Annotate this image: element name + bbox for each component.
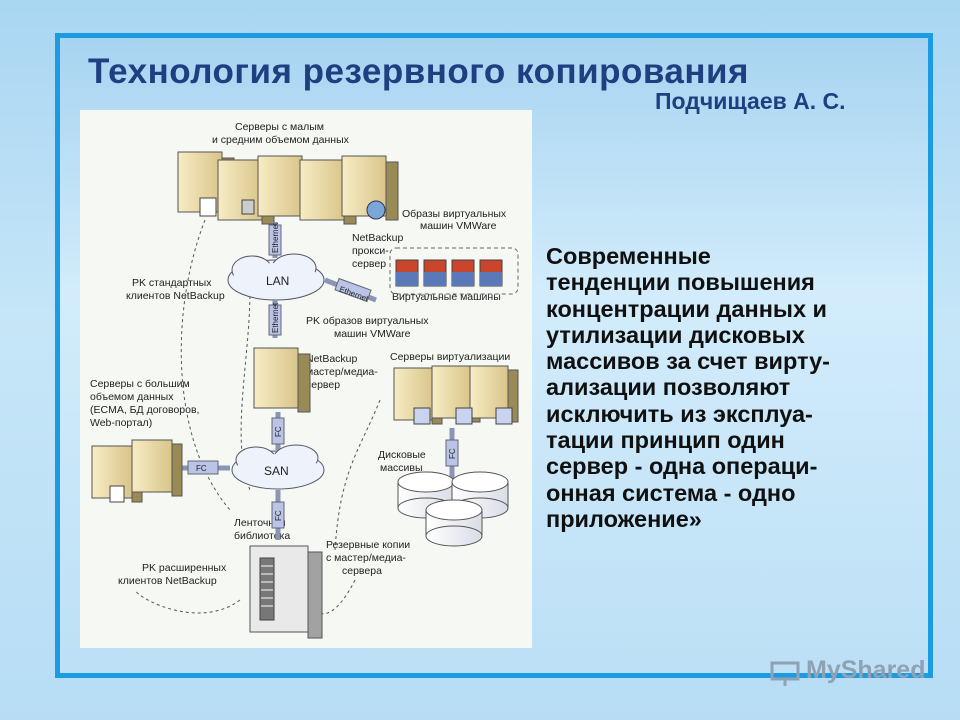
watermark-text: MyShared	[806, 656, 926, 684]
label-small-servers-2: и средним объемом данных	[212, 134, 350, 146]
virtual-machines-box	[389, 247, 519, 295]
fc-link-top: FC	[271, 412, 285, 450]
ethernet-link-diagonal: Ethernet	[324, 277, 377, 304]
flow-bottom-right	[314, 579, 356, 615]
small-servers-group	[177, 151, 399, 225]
virtualization-servers	[393, 365, 519, 425]
label-tape-2: библиотека	[234, 530, 290, 542]
san-label: SAN	[264, 464, 289, 478]
label-pk-vm-2: машин VMWare	[334, 328, 411, 340]
label-master-3: сервер	[306, 379, 340, 391]
lan-label: LAN	[266, 274, 289, 288]
slide-title: Технология резервного копирования	[88, 52, 749, 91]
fc-label-left: FC	[196, 464, 207, 473]
label-proxy-1: NetBackup	[352, 232, 404, 244]
tape-library	[249, 545, 323, 639]
diagram-svg: Серверы с малым и средним объемом данных…	[90, 121, 519, 639]
flow-bottom-left	[134, 589, 241, 614]
label-pk-extended-2: клиентов NetBackup	[118, 575, 217, 587]
label-big-servers-2: объемом данных	[90, 391, 174, 403]
label-backup-copies-3: сервера	[342, 565, 382, 577]
big-data-servers	[91, 439, 183, 503]
flow-left-curve	[180, 219, 231, 511]
label-virtual-machines: Виртуальные машины	[392, 291, 501, 303]
ethernet-link-middle: Ethernet	[268, 300, 282, 338]
label-master-2: мастер/медиа-	[306, 366, 378, 378]
label-vm-images-2: машин VMWare	[420, 220, 497, 232]
label-pk-extended-1: PK расширенных	[142, 562, 227, 574]
flow-right-curve	[334, 399, 381, 551]
fc-label-right: FC	[448, 448, 457, 459]
fc-label-top: FC	[274, 426, 283, 437]
label-big-servers-1: Серверы с большим	[90, 378, 190, 390]
label-proxy-2: прокси-	[352, 245, 389, 257]
label-vm-images-1: Образы виртуальных	[402, 208, 507, 220]
label-small-servers-1: Серверы с малым	[235, 121, 324, 133]
label-disks-1: Дисковые	[378, 449, 426, 461]
label-big-servers-3: (ECMA, БД договоров,	[90, 404, 199, 416]
label-disks-2: массивы	[380, 462, 423, 474]
backup-diagram: Серверы с малым и средним объемом данных…	[80, 110, 532, 648]
fc-link-bottom: FC	[271, 490, 285, 540]
slide-body-text: Современные тенденции повышения концентр…	[546, 243, 830, 532]
label-virt-servers: Серверы виртуализации	[390, 351, 510, 363]
ethernet-label-middle: Ethernet	[271, 302, 280, 333]
ethernet-link-top: Ethernet	[268, 222, 282, 258]
ethernet-label-top: Ethernet	[271, 222, 280, 253]
master-media-server	[253, 347, 311, 413]
label-backup-copies-2: с мастер/медиа-	[326, 552, 406, 564]
label-big-servers-4: Web-портал)	[90, 417, 152, 429]
fc-link-right: FC	[445, 428, 459, 482]
label-backup-copies-1: Резервные копии	[326, 539, 410, 551]
disk-arrays	[397, 471, 509, 547]
lan-cloud: LAN	[227, 253, 325, 301]
label-pk-standard-2: клиентов NetBackup	[126, 290, 225, 302]
fc-link-left: FC	[180, 460, 230, 475]
fc-label-bottom: FC	[274, 510, 283, 521]
san-cloud: SAN	[231, 444, 325, 490]
presentation-icon	[770, 661, 800, 686]
slide-author: Подчищаев А. С.	[655, 88, 846, 114]
label-pk-vm-1: PK образов виртуальных	[306, 315, 429, 327]
label-master-1: NetBackup	[306, 353, 358, 365]
label-proxy-3: сервер	[352, 258, 386, 270]
label-pk-standard-1: PK стандартных	[132, 277, 212, 289]
